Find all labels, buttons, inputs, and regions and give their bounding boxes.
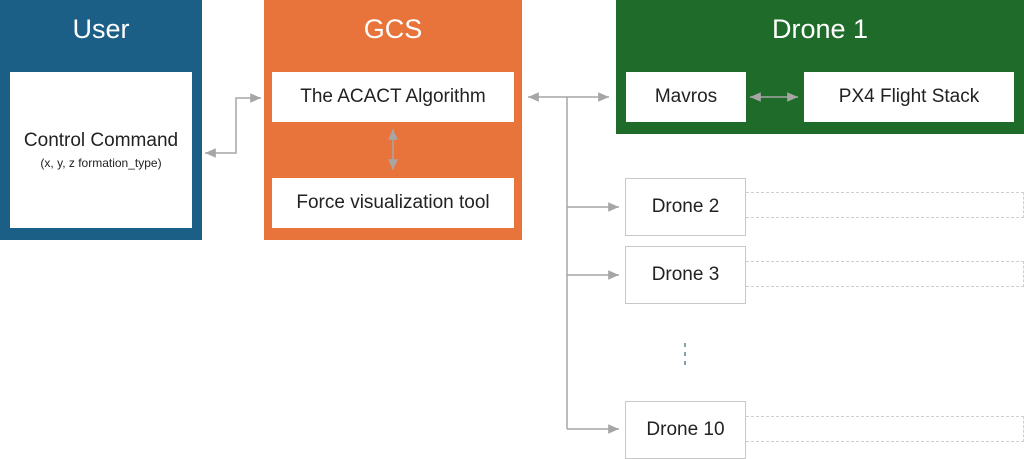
drone-box-2: Drone 2: [625, 178, 746, 236]
gcs-title: GCS: [363, 14, 423, 44]
control-command-box: Control Command (x, y, z formation_type): [10, 72, 192, 228]
ellipsis-vertical-icon: [682, 343, 688, 365]
drone-box-10: Drone 10: [625, 401, 746, 459]
force-visualization-tool-box: Force visualization tool: [272, 178, 514, 228]
drone1-title: Drone 1: [771, 14, 869, 44]
user-gcs-arrow: [205, 93, 261, 158]
user-title: User: [72, 14, 130, 44]
mavros-box: Mavros: [626, 72, 746, 122]
drone-box-3: Drone 3: [625, 246, 746, 304]
acact-algorithm-box: The ACACT Algorithm: [272, 72, 514, 122]
drone1-panel: Drone 1 Mavros PX4 Flight Stack: [616, 0, 1024, 134]
px4-flight-stack-box: PX4 Flight Stack: [804, 72, 1014, 122]
control-command-params: (x, y, z formation_type): [40, 156, 162, 170]
gcs-panel: GCS The ACACT Algorithm Force visualizat…: [264, 0, 522, 240]
user-panel: User Control Command (x, y, z formation_…: [0, 0, 202, 240]
control-command-label: Control Command: [23, 130, 179, 151]
